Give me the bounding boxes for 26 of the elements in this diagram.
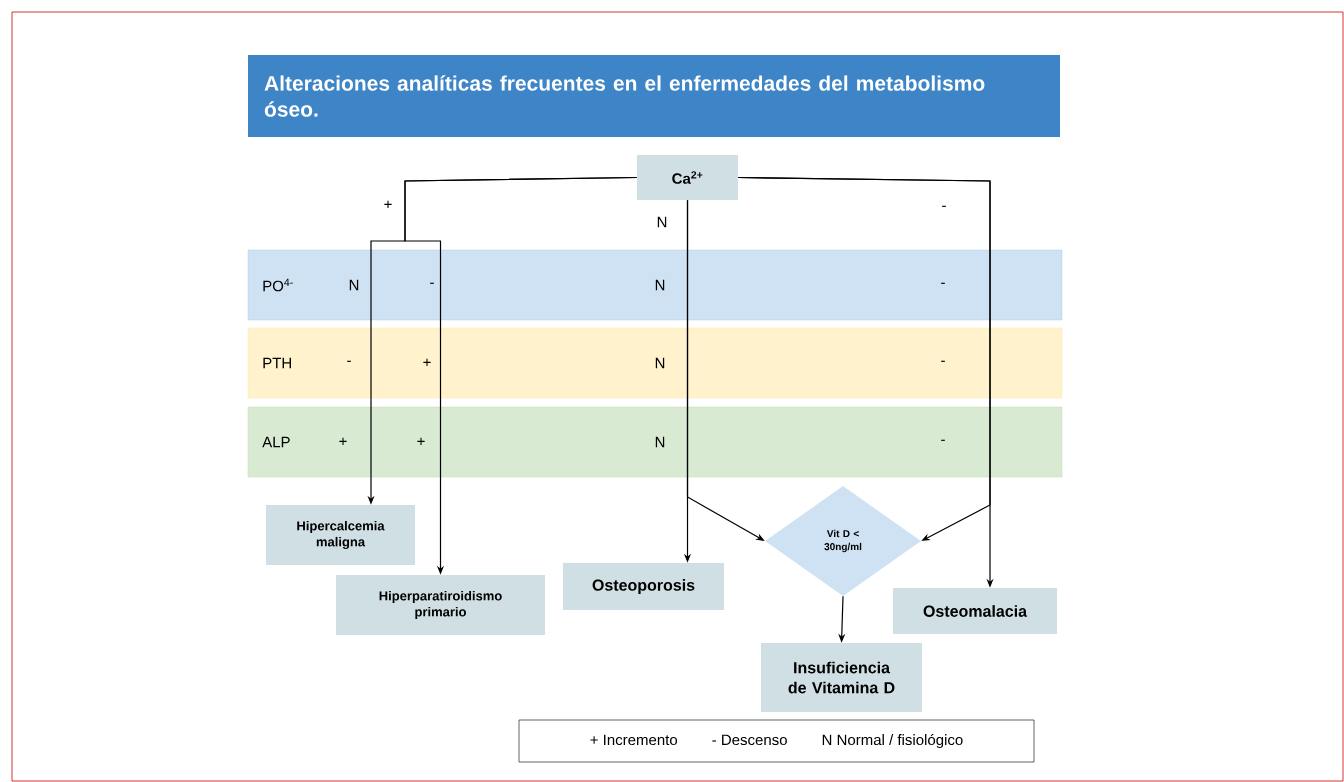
value-text: - [347, 360, 351, 362]
value-text: N [655, 436, 665, 448]
row-label: ALP [262, 436, 290, 448]
value-text: - [941, 282, 945, 284]
branch-label: + [384, 200, 392, 208]
value-text: - [430, 282, 434, 284]
result-box: Ca$^{2+}$ [637, 155, 738, 200]
branch-label: N [657, 216, 667, 228]
value-text: N [349, 279, 359, 291]
value-text: - [941, 439, 945, 441]
row-label: PO$^{4-}$ [263, 278, 293, 292]
result-box: Hiperparatiroidismo primario [336, 575, 545, 635]
value-text: + [423, 358, 431, 366]
value-text: + [339, 437, 347, 445]
branch-label: - [942, 205, 946, 207]
value-text: N [655, 279, 665, 291]
value-text: N [655, 357, 665, 369]
result-box: Osteomalacia [893, 588, 1057, 634]
result-box: Insuficiencia de Vitamina D [761, 643, 922, 712]
title-banner: Alteraciones analíticas frecuentes en el enfermedades del metabolismo óseo. [248, 55, 1060, 137]
value-text: + [417, 437, 425, 445]
result-box: Osteoporosis [563, 563, 724, 610]
row-label: PTH [263, 357, 291, 369]
result-box: Hipercalcemia maligna [266, 505, 415, 565]
key-box: + Incremento - Descenso N Normal / fisiológico [518, 719, 1035, 763]
value-text: - [941, 360, 945, 362]
